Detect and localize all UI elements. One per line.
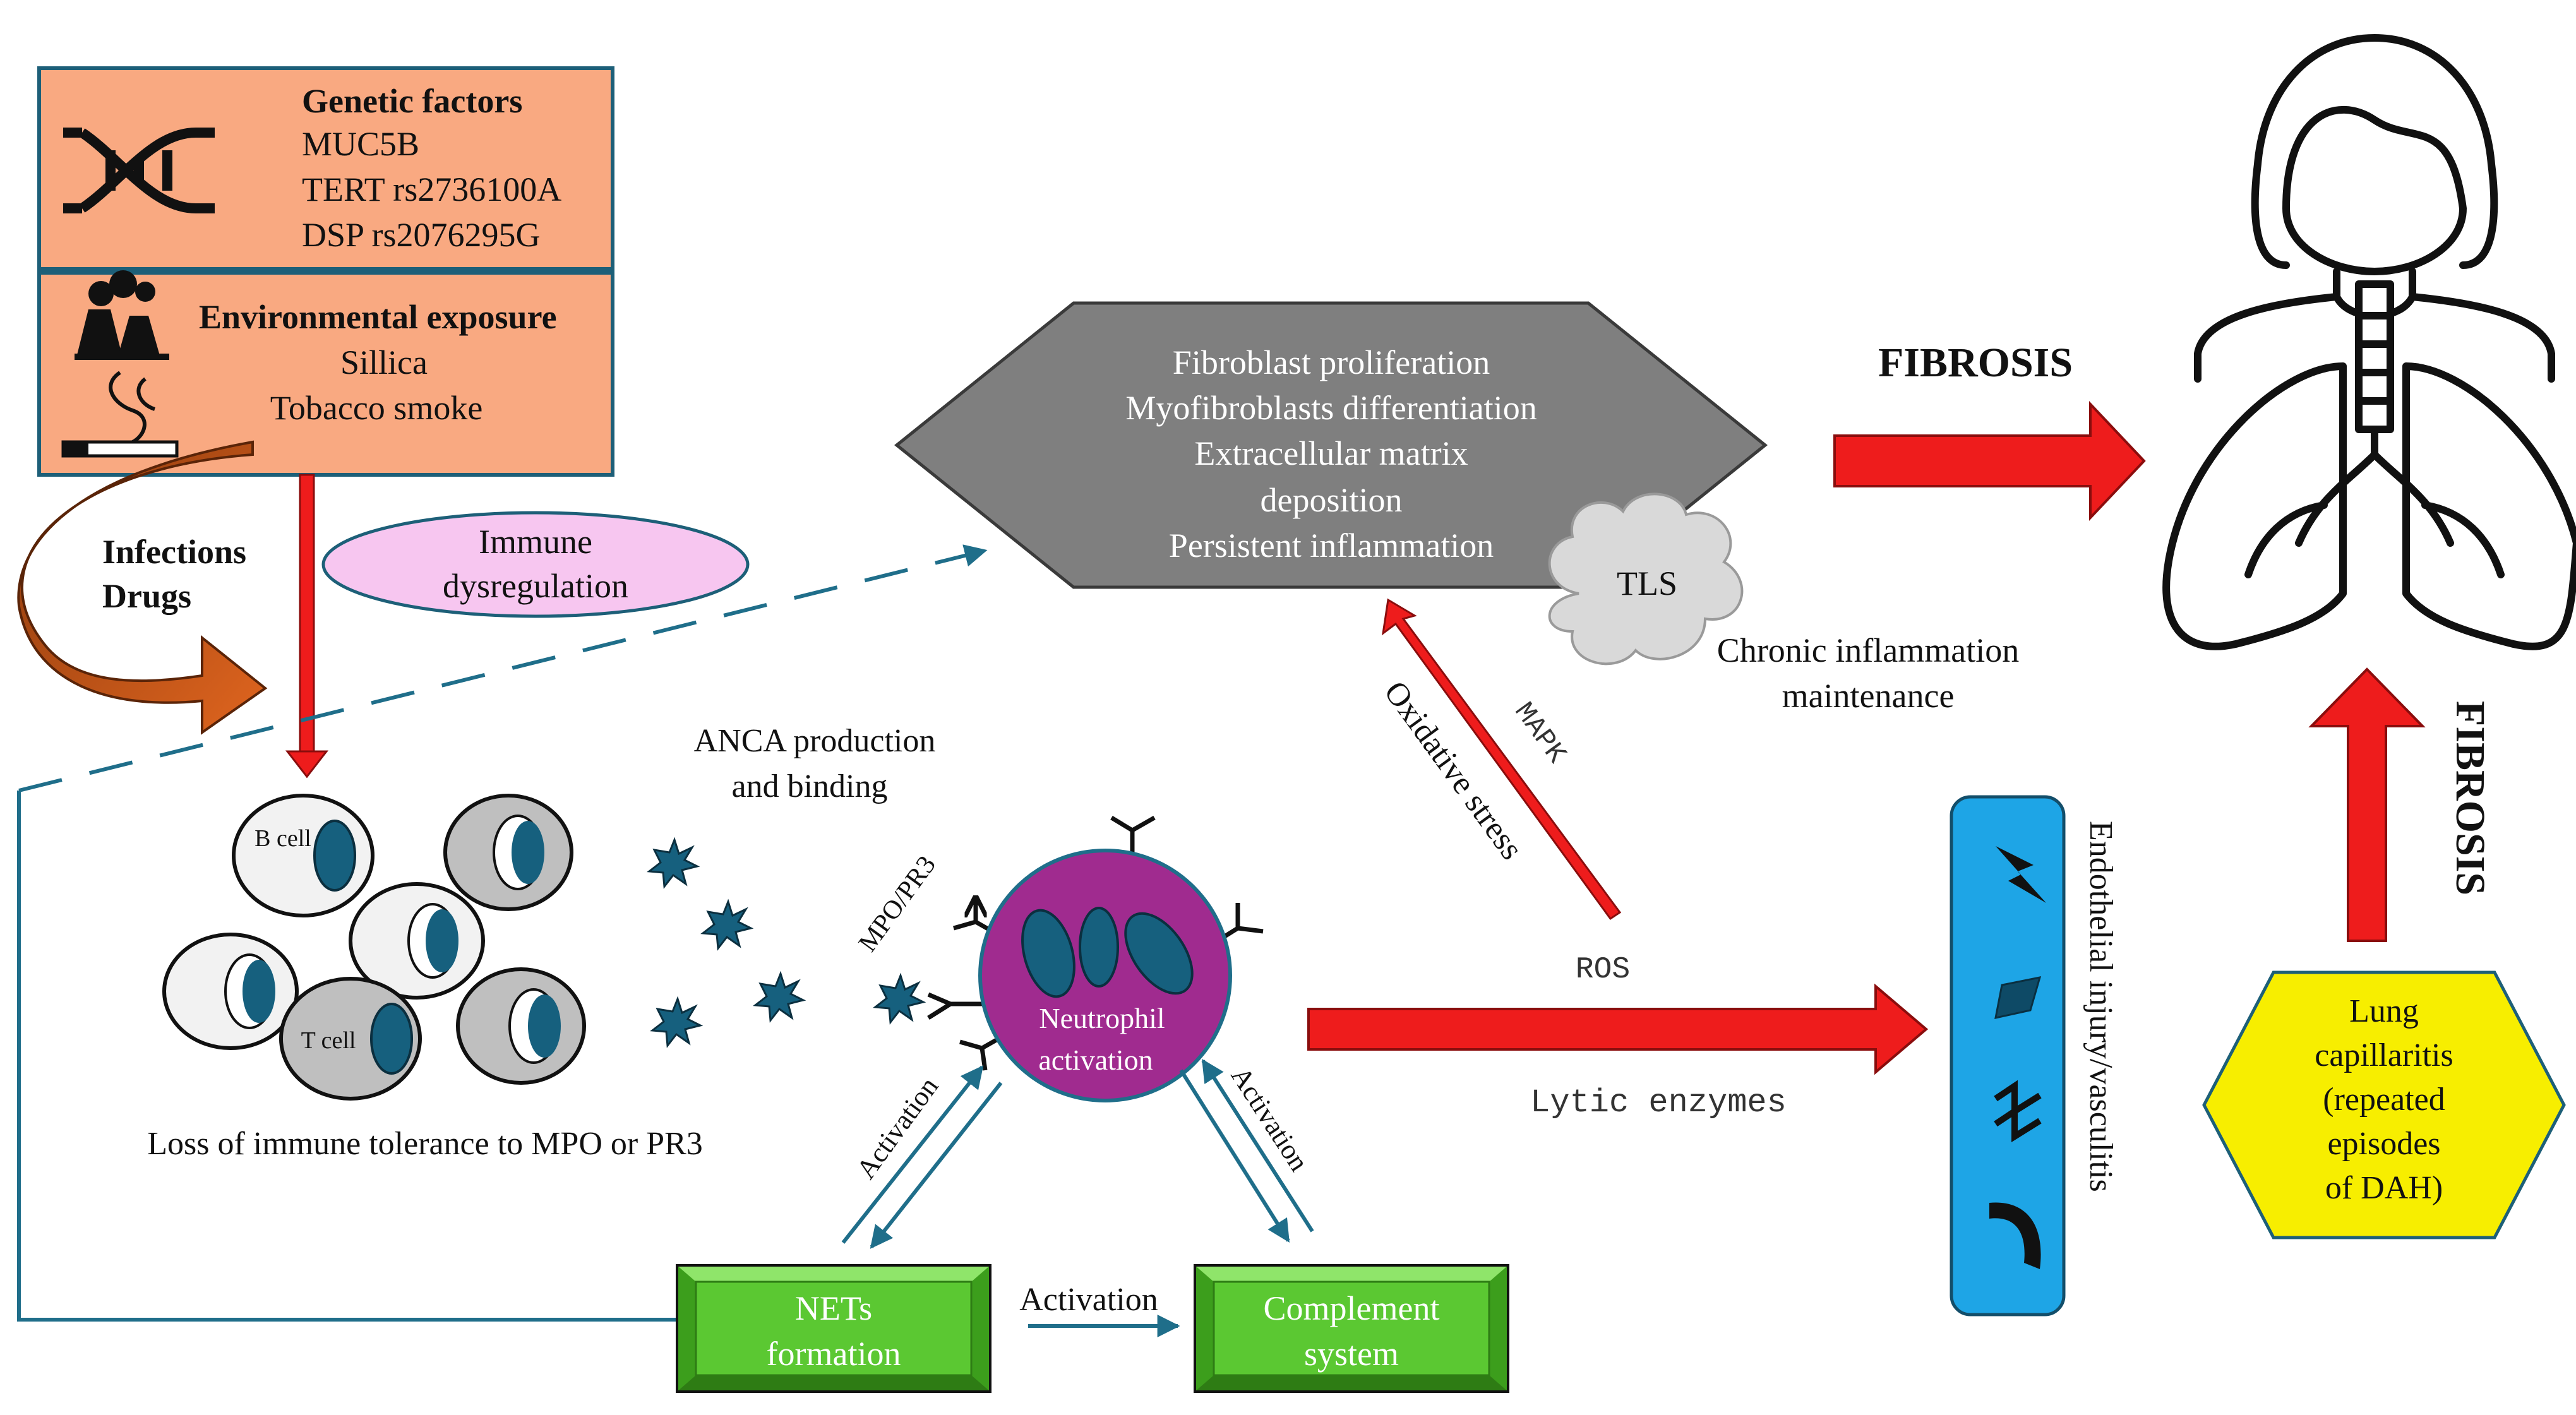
- environmental-exposure-box: Environmental exposure Sillica Tobacco s…: [37, 270, 614, 477]
- cell-white-2: [349, 882, 485, 1000]
- nets-formation-box: [676, 1264, 991, 1393]
- endothelial-label: Endothelial injury/vasculitis: [2083, 821, 2119, 1192]
- anca-line2: and binding: [732, 768, 888, 804]
- nets-line1: NETs: [795, 1289, 872, 1327]
- tls-label: TLS: [1617, 564, 1677, 602]
- triggers-infections: Infections: [102, 533, 246, 571]
- neutrophil-line1: Neutrophil: [1039, 1002, 1165, 1034]
- cell-gray-4: [456, 967, 586, 1085]
- triggers-drugs: Drugs: [102, 577, 191, 615]
- complement-line2: system: [1304, 1335, 1399, 1373]
- genetic-title: Genetic factors: [302, 82, 522, 120]
- fibro-line-3: Extracellular matrix: [1194, 434, 1468, 472]
- fibrosis-top-label: FIBROSIS: [1878, 340, 2073, 386]
- cell-white-3: [162, 933, 299, 1050]
- neutrophil-receptors: [927, 815, 1264, 1071]
- genetic-down-arrow: [285, 474, 329, 779]
- ros-label: ROS: [1576, 953, 1630, 987]
- environmental-item-tobacco: Tobacco smoke: [270, 389, 483, 427]
- complement-system-box: [1194, 1264, 1509, 1393]
- complement-line1: Complement: [1264, 1289, 1440, 1327]
- loss-tolerance-label: Loss of immune tolerance to MPO or PR3: [147, 1126, 703, 1162]
- capillaritis-line4: episodes: [2327, 1126, 2440, 1162]
- lightning-icon: [1996, 846, 2046, 903]
- fibro-line-1: Fibroblast proliferation: [1173, 343, 1490, 381]
- cigarette-icon: [61, 371, 179, 458]
- lung-capillaritis-hexagon: [2202, 970, 2566, 1239]
- genetic-item-muc5b: MUC5B: [302, 125, 419, 163]
- b-cell: [232, 794, 374, 917]
- zigzag-icon: [1994, 1080, 2042, 1143]
- mpo-pr3-label: MPO/PR3: [853, 851, 942, 957]
- neutrophil-cell: [978, 849, 1232, 1102]
- lytic-enzymes-arrow: [1307, 983, 1929, 1075]
- factory-icon: [75, 270, 169, 360]
- boomerang-icon: [1989, 1202, 2041, 1269]
- t-cell-label: T cell: [301, 1027, 356, 1054]
- anca-antibodies: [647, 837, 926, 1048]
- genetic-item-tert: TERT rs2736100A: [302, 170, 561, 208]
- environmental-title: Environmental exposure: [199, 298, 557, 336]
- capillaritis-line2: capillaritis: [2315, 1037, 2453, 1073]
- lytic-enzymes-label: Lytic enzymes: [1530, 1084, 1787, 1121]
- diamond-icon: [1994, 976, 2042, 1019]
- chronic-inflammation-line1: Chronic inflammation: [1717, 631, 2019, 669]
- immune-dysregulation-line1: Immune: [479, 523, 592, 561]
- tls-cloud-icon: [1548, 493, 1744, 666]
- fibrosis-right-arrow: [1833, 400, 2146, 522]
- activation-left-label: Activation: [850, 1072, 944, 1185]
- person-lungs-icon: [2162, 34, 2576, 650]
- environmental-item-silica: Sillica: [340, 343, 428, 381]
- neutrophil-line2: activation: [1038, 1044, 1153, 1076]
- capillaritis-line5: of DAH): [2325, 1170, 2443, 1206]
- t-cell: [279, 977, 422, 1101]
- dna-icon: [63, 128, 215, 213]
- fibrosis-up-arrow: [2308, 667, 2426, 942]
- nets-line2: formation: [767, 1335, 901, 1373]
- fibro-line-5: Persistent inflammation: [1169, 527, 1494, 564]
- oxidative-stress-arrow: [1381, 598, 1622, 921]
- fibro-line-2: Myofibroblasts differentiation: [1125, 389, 1537, 427]
- chronic-inflammation-line2: maintenance: [1782, 677, 1955, 715]
- anca-line1: ANCA production: [694, 723, 936, 759]
- activation-arrows: [841, 1058, 1314, 1337]
- b-cell-label: B cell: [255, 825, 311, 852]
- activation-bottom-label: Activation: [1019, 1282, 1158, 1318]
- genetic-factors-box: Genetic factors MUC5B TERT rs2736100A DS…: [37, 66, 614, 271]
- mapk-label: MAPK: [1507, 697, 1573, 770]
- immune-cells-cluster: [162, 794, 586, 1101]
- fibrosis-process-hexagon: [894, 301, 1768, 589]
- capillaritis-line3: (repeated: [2323, 1082, 2445, 1118]
- cell-gray-1: [443, 794, 573, 911]
- fibro-line-4: deposition: [1261, 481, 1403, 519]
- triggers-curved-arrow: [17, 440, 268, 735]
- capillaritis-line1: Lung: [2349, 993, 2419, 1029]
- immune-dysregulation-line2: dysregulation: [443, 567, 628, 605]
- immune-dysregulation-ellipse: [321, 511, 750, 618]
- genetic-item-dsp: DSP rs2076295G: [302, 216, 541, 254]
- fibrosis-right-label: FIBROSIS: [2447, 701, 2493, 895]
- endothelial-box: [1950, 795, 2066, 1316]
- teal-connector-lines: [17, 544, 988, 1322]
